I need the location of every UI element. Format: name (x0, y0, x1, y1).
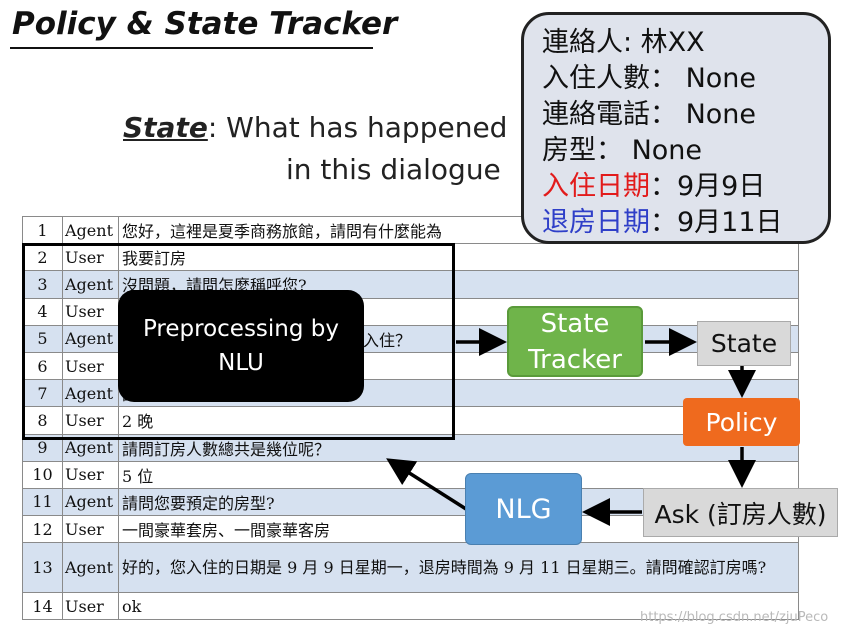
speaker: User (62, 460, 119, 489)
state-checkout: 退房日期：9月11日 (542, 205, 828, 241)
state-word: State (123, 111, 208, 144)
state-room: 房型： None (542, 135, 703, 166)
state-definition-rest: : What has happened (207, 111, 508, 144)
utterance: 我要訂房 (118, 243, 799, 272)
utterance: ok (118, 592, 799, 621)
speaker: User (62, 351, 119, 381)
state-contact: 連絡人: 林XX (542, 27, 705, 58)
state-checkin: 入住日期：9月9日 (542, 169, 828, 205)
state-checkin-value: ：9月9日 (650, 171, 766, 202)
turn-number: 14 (22, 592, 63, 621)
state-phone: 連絡電話： None (542, 99, 757, 130)
state-definition-line2: in this dialogue (286, 153, 501, 186)
arrow-to-utterance (386, 458, 467, 511)
turn-number: 5 (22, 324, 63, 353)
speaker: User (62, 406, 119, 435)
watermark: https://blog.csdn.net/zjuPeco (640, 610, 829, 625)
state-definition-line1: State: What has happened (123, 111, 507, 144)
speaker: Agent (62, 270, 119, 299)
policy-box: Policy (683, 398, 800, 446)
nlu-box: Preprocessing by NLU (118, 290, 364, 402)
state-panel: 連絡人: 林XX 入住人數： None 連絡電話： None 房型： None … (521, 12, 831, 244)
utterance: 5 位 (118, 460, 799, 489)
speaker: User (62, 515, 119, 544)
state-box: State (697, 321, 791, 366)
ask-action-box: Ask (訂房人數) (643, 488, 838, 537)
state-tracker-box: State Tracker (507, 306, 643, 377)
state-checkout-value: ：9月11日 (650, 207, 783, 238)
state-guests: 入住人數： None (542, 63, 757, 94)
nlu-input-highlight (22, 243, 455, 440)
title-underline (10, 47, 373, 49)
turn-number: 7 (22, 379, 63, 408)
page-title: Policy & State Tracker (12, 6, 398, 42)
turn-number: 12 (22, 515, 63, 544)
speaker: Agent (62, 542, 119, 594)
state-checkout-label: 退房日期 (542, 207, 650, 238)
speaker: User (62, 592, 119, 621)
speaker: Agent (62, 433, 119, 462)
nlg-box: NLG (465, 473, 582, 545)
speaker: Agent (62, 324, 119, 353)
state-checkin-label: 入住日期 (542, 171, 650, 202)
speaker: User (62, 243, 119, 272)
turn-number: 13 (22, 542, 63, 594)
